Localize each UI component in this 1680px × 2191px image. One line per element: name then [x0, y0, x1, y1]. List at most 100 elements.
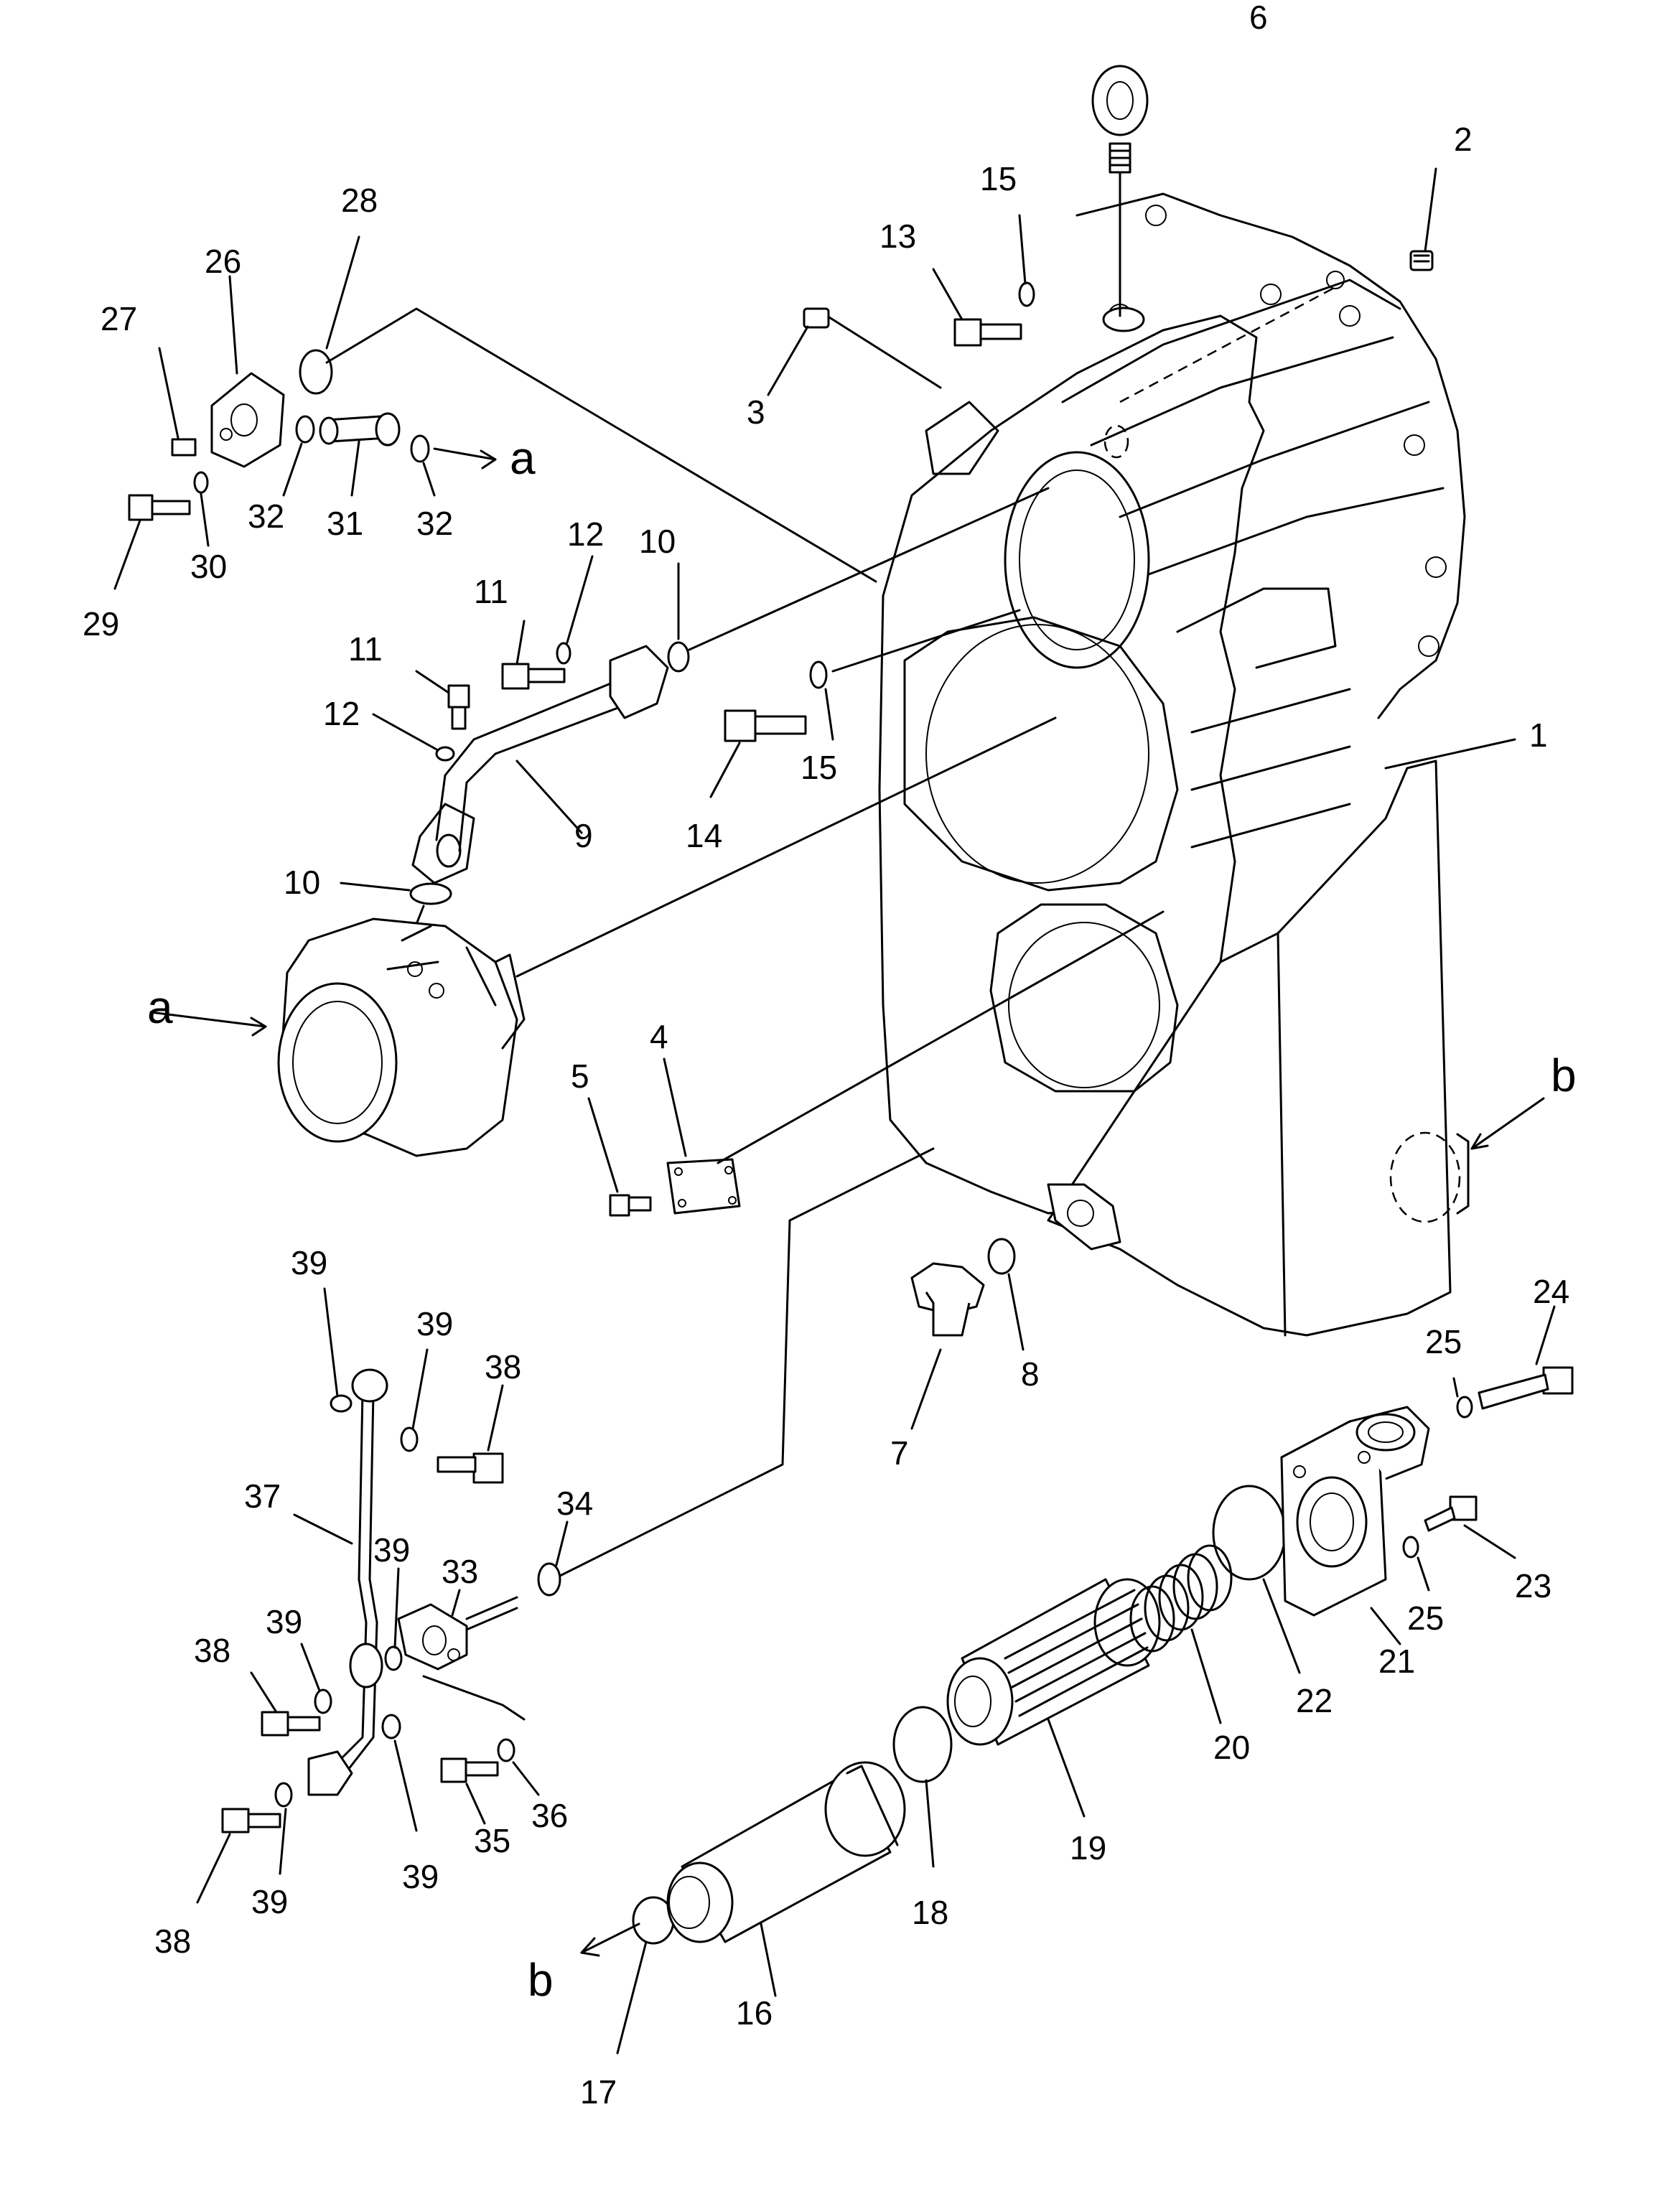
callout-32-left: 32 [248, 497, 284, 535]
pipe-9 [411, 645, 669, 884]
reference-a-left: a [147, 981, 173, 1033]
washer-15-top [1018, 214, 1035, 307]
callout-38-mid: 38 [194, 1632, 230, 1669]
callout-6: 6 [1249, 0, 1268, 36]
oring-34 [537, 1147, 935, 1597]
callout-38-bottom: 38 [154, 1923, 191, 1960]
head-21 [1280, 1406, 1430, 1645]
bolt-23 [1424, 1495, 1516, 1559]
callout-17: 17 [580, 2073, 617, 2111]
washers-12 [372, 555, 594, 762]
housing-a [149, 716, 1057, 1157]
callout-8: 8 [1021, 1355, 1040, 1393]
callout-12-bottom: 12 [323, 695, 360, 732]
transmission-housing [878, 192, 1470, 1337]
callout-32-right: 32 [416, 505, 453, 542]
callout-15-top: 15 [980, 160, 1017, 197]
arrow-b-right [1470, 1097, 1545, 1150]
washer-30 [193, 471, 210, 547]
callout-14: 14 [686, 817, 722, 854]
reference-a-top: a [510, 432, 536, 484]
oring-18 [892, 1706, 953, 1868]
case-16 [666, 1761, 906, 1997]
plug-3 [767, 307, 942, 396]
callout-23: 23 [1515, 1567, 1551, 1604]
bolt-29 [113, 494, 191, 590]
block-26 [210, 275, 285, 468]
bolt-35 [440, 1757, 499, 1825]
callout-15-mid: 15 [801, 749, 837, 786]
callout-37: 37 [244, 1477, 281, 1515]
callout-39-f: 39 [402, 1858, 439, 1895]
bolt-5 [587, 1097, 652, 1217]
bolt-14 [709, 709, 807, 798]
washers-39 [274, 1287, 429, 1875]
oring-10-top [667, 487, 1050, 673]
callout-22: 22 [1296, 1682, 1333, 1719]
callout-10-bottom: 10 [284, 864, 320, 901]
callout-11-bottom: 11 [348, 630, 383, 668]
eye-bolt [1091, 65, 1149, 317]
washers-25 [1402, 1377, 1473, 1592]
callout-39-d: 39 [266, 1603, 302, 1640]
callout-27: 27 [101, 300, 137, 337]
bolt-24 [1478, 1305, 1574, 1410]
callout-18: 18 [912, 1894, 948, 1931]
callout-9: 9 [574, 817, 593, 854]
callout-7: 7 [890, 1434, 909, 1472]
element-19 [946, 1578, 1161, 1818]
callout-39-a: 39 [291, 1244, 327, 1281]
bolt-27 [158, 347, 197, 457]
callout-38-top: 38 [485, 1348, 521, 1386]
callout-26: 26 [205, 243, 241, 280]
callout-5: 5 [571, 1057, 589, 1095]
washer-36 [497, 1738, 540, 1796]
callout-12-top: 12 [567, 515, 604, 553]
callout-labels: 1 2 3 4 5 6 7 8 9 10 10 11 11 12 12 13 1… [83, 0, 1577, 2111]
spring-20 [1129, 1544, 1233, 1724]
callout-24: 24 [1533, 1273, 1569, 1310]
oring-32-right [410, 434, 497, 497]
reference-b-bottom: b [528, 1954, 554, 2006]
callout-29: 29 [83, 605, 119, 643]
bolts-11 [415, 620, 566, 730]
oring-28 [299, 235, 877, 583]
reference-b-right: b [1551, 1050, 1577, 1101]
callout-4: 4 [650, 1018, 668, 1055]
oring-32-left [282, 415, 315, 497]
callout-13: 13 [879, 218, 916, 255]
callout-39-e: 39 [251, 1883, 288, 1920]
callout-31: 31 [327, 505, 363, 542]
callout-20: 20 [1213, 1729, 1250, 1766]
cover-4 [663, 910, 1165, 1215]
callout-11-top: 11 [474, 573, 508, 610]
union-33 [397, 1589, 526, 1721]
callout-35: 35 [474, 1822, 510, 1859]
callout-34: 34 [556, 1485, 593, 1522]
callout-2: 2 [1454, 121, 1473, 158]
callout-21: 21 [1378, 1643, 1415, 1680]
callout-1: 1 [1529, 716, 1548, 754]
leader-1 [1384, 738, 1516, 770]
washer-15-mid [809, 609, 1021, 741]
callout-39-c: 39 [373, 1531, 410, 1569]
pipe-37 [293, 1368, 388, 1796]
plug-7 [910, 1262, 985, 1430]
callout-28: 28 [341, 182, 378, 219]
callout-25-top: 25 [1425, 1323, 1462, 1360]
callout-36: 36 [531, 1797, 568, 1834]
oring-17 [580, 1896, 675, 2055]
callout-25-bottom: 25 [1407, 1599, 1444, 1637]
callout-30: 30 [190, 548, 227, 585]
callout-33: 33 [442, 1553, 478, 1590]
callout-10-top: 10 [639, 523, 676, 560]
plug-2 [1409, 167, 1437, 271]
callout-39-b: 39 [416, 1305, 453, 1342]
pipe-31 [319, 412, 401, 497]
callout-3: 3 [747, 393, 765, 431]
callout-19: 19 [1070, 1829, 1106, 1867]
bolt-13 [932, 268, 1022, 347]
arrow-b-right-head [1470, 1133, 1489, 1150]
oring-8 [987, 1238, 1025, 1351]
